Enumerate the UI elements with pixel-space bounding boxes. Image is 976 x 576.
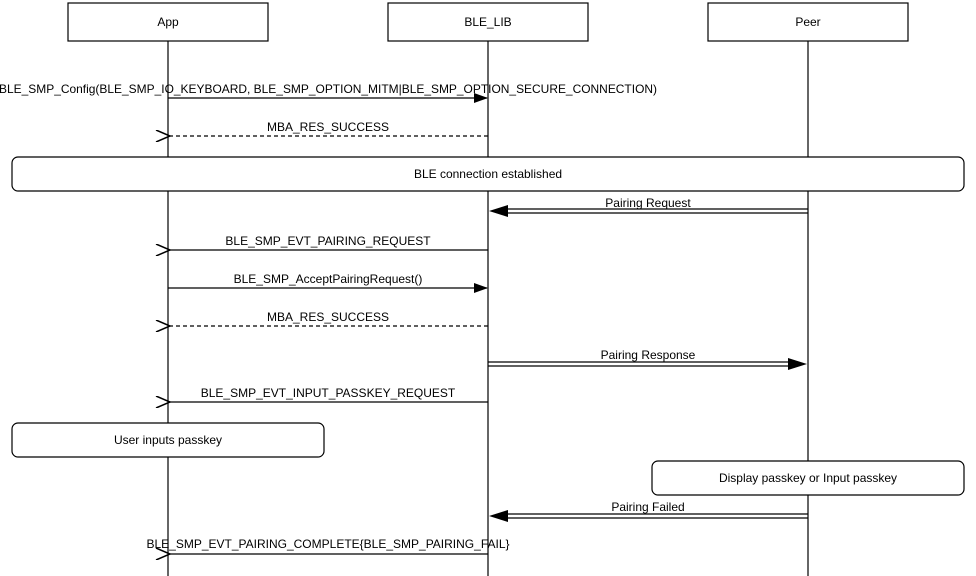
message-label: BLE_SMP_AcceptPairingRequest()	[234, 272, 423, 286]
participant-peer: Peer	[707, 2, 909, 42]
message-evt-input-passkey-request: BLE_SMP_EVT_INPUT_PASSKEY_REQUEST	[170, 386, 488, 402]
message-label: BLE_SMP_EVT_INPUT_PASSKEY_REQUEST	[201, 386, 456, 400]
note-label: Display passkey or Input passkey	[719, 471, 897, 485]
note-connection-established: BLE connection established	[11, 156, 965, 192]
message-smp-config: BLE_SMP_Config(BLE_SMP_IO_KEYBOARD, BLE_…	[0, 82, 657, 103]
message-label: MBA_RES_SUCCESS	[267, 310, 389, 324]
participant-ble-lib-label: BLE_LIB	[464, 15, 511, 29]
message-label: BLE_SMP_EVT_PAIRING_REQUEST	[225, 234, 431, 248]
message-label: MBA_RES_SUCCESS	[267, 120, 389, 134]
note-label: User inputs passkey	[114, 433, 222, 447]
message-res-success-1: MBA_RES_SUCCESS	[170, 120, 488, 136]
message-label: BLE_SMP_Config(BLE_SMP_IO_KEYBOARD, BLE_…	[0, 82, 657, 96]
note-user-inputs-passkey: User inputs passkey	[11, 422, 325, 458]
participant-app: App	[67, 2, 269, 42]
message-accept-pairing-request: BLE_SMP_AcceptPairingRequest()	[168, 272, 488, 293]
message-pairing-request: Pairing Request	[489, 196, 808, 217]
message-evt-pairing-complete: BLE_SMP_EVT_PAIRING_COMPLETE{BLE_SMP_PAI…	[146, 537, 510, 554]
message-label: Pairing Request	[605, 196, 691, 210]
participant-peer-label: Peer	[795, 15, 820, 29]
note-display-or-input-passkey: Display passkey or Input passkey	[651, 460, 965, 496]
note-label: BLE connection established	[414, 167, 562, 181]
participant-app-label: App	[157, 15, 179, 29]
message-label: Pairing Response	[601, 348, 696, 362]
message-evt-pairing-request: BLE_SMP_EVT_PAIRING_REQUEST	[170, 234, 488, 250]
message-pairing-response: Pairing Response	[488, 348, 807, 370]
message-label: BLE_SMP_EVT_PAIRING_COMPLETE{BLE_SMP_PAI…	[146, 537, 509, 551]
message-pairing-failed: Pairing Failed	[489, 500, 808, 522]
message-res-success-2: MBA_RES_SUCCESS	[170, 310, 488, 326]
message-label: Pairing Failed	[611, 500, 684, 514]
participant-ble-lib: BLE_LIB	[387, 2, 589, 42]
